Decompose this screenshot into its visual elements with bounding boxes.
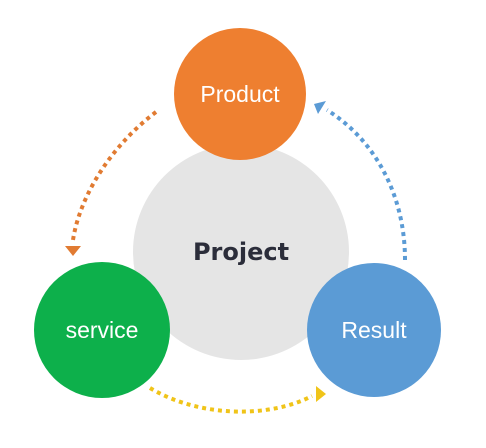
arrow-result-to-product (314, 101, 407, 261)
service-circle (34, 262, 170, 398)
node-product: Product (174, 28, 306, 160)
product-label: Product (200, 81, 280, 107)
result-label: Result (341, 317, 407, 343)
arrow-service-to-result-line (148, 386, 313, 414)
arrow-result-to-product-head (314, 101, 326, 114)
result-circle (307, 263, 441, 397)
arrow-service-to-result-head (316, 386, 326, 402)
node-result: Result (307, 263, 441, 397)
arrow-product-to-service-head (65, 246, 81, 256)
arrow-product-to-service (65, 110, 158, 256)
node-service: service (34, 262, 170, 398)
arrow-product-to-service-line (71, 110, 158, 241)
project-label: Project (193, 238, 289, 266)
project-center-circle (133, 144, 349, 360)
arrow-service-to-result (148, 386, 326, 414)
service-label: service (66, 317, 139, 343)
arrow-result-to-product-line (325, 108, 407, 261)
product-circle (174, 28, 306, 160)
